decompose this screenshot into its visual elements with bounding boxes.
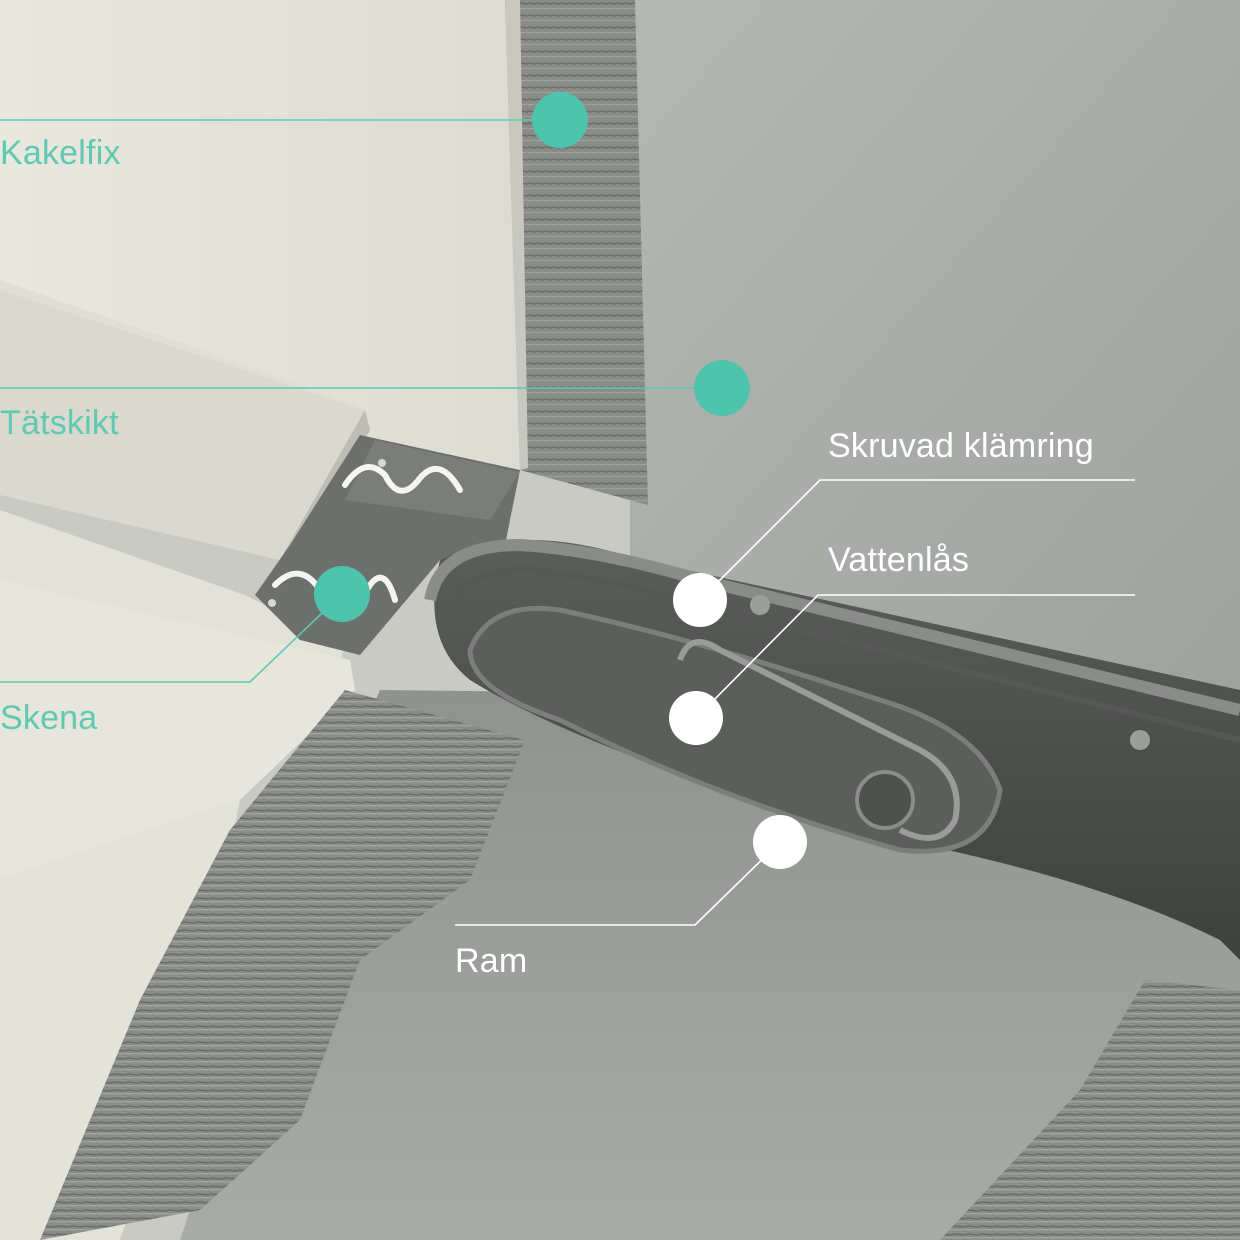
label-skena: Skena <box>0 699 98 737</box>
drain-frame-rim <box>424 538 1240 716</box>
tile-lower-face <box>0 510 345 680</box>
adhesive-right-floor <box>940 980 1240 1240</box>
screw-head <box>1130 730 1150 750</box>
screw-head <box>268 599 276 607</box>
tile-upper-face <box>0 290 365 560</box>
leader-line-vattenlas <box>695 594 1135 719</box>
label-kakelfix: Kakelfix <box>0 134 121 172</box>
label-ram: Ram <box>455 942 528 980</box>
label-skruvad-klamring: Skruvad klämring <box>828 427 1094 465</box>
trap-knob <box>855 770 915 830</box>
label-vattenlas: Vattenlås <box>828 541 970 579</box>
marker-ram <box>753 815 807 869</box>
tile-front-lower <box>0 800 240 1240</box>
wall-tile-edge <box>505 0 528 470</box>
trap-wire <box>677 639 960 841</box>
rail-plate-top <box>345 440 520 520</box>
marker-tatskikt <box>694 360 750 416</box>
marker-skruvad-klamring <box>673 573 727 627</box>
label-tatskikt: Tätskikt <box>0 404 119 442</box>
leader-line-skena <box>0 593 343 683</box>
sealant-squiggle-1 <box>342 464 463 494</box>
marker-skena <box>314 566 370 622</box>
adhesive-left-floor <box>40 690 525 1240</box>
marker-vattenlas <box>669 691 723 745</box>
screw-head <box>378 459 386 467</box>
wall-tile <box>0 0 520 470</box>
leader-line-ram <box>455 841 781 926</box>
marker-kakelfix <box>532 92 588 148</box>
leader-line-skruvad-klamring <box>699 479 1135 601</box>
tile-front <box>0 580 355 880</box>
screw-head <box>750 595 770 615</box>
